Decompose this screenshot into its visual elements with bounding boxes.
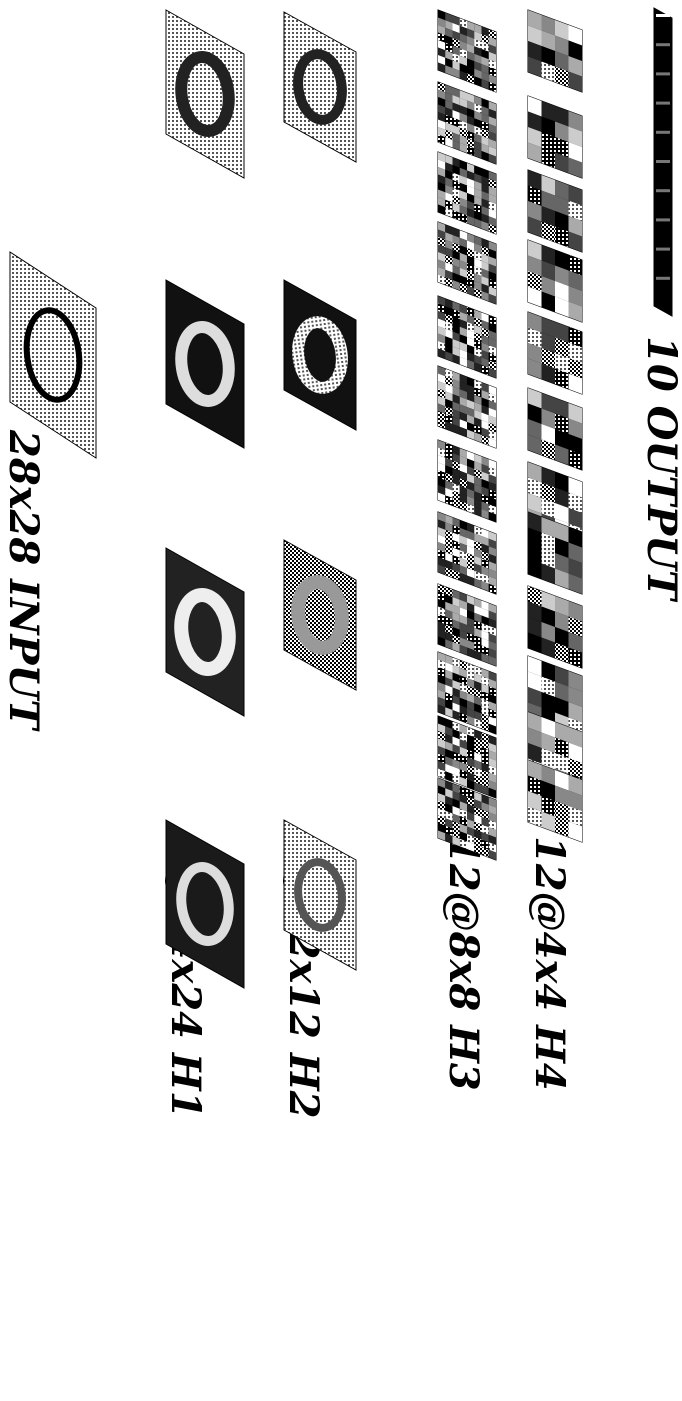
h4-map <box>528 96 582 178</box>
h3-map <box>438 296 496 378</box>
h3-label: 12@8x8 H3 <box>440 836 487 1091</box>
h3-map <box>438 222 496 304</box>
h2-layer <box>284 12 356 970</box>
h4-map <box>528 586 582 668</box>
output-unit <box>656 14 670 17</box>
h1-map <box>166 548 244 716</box>
output-unit <box>656 189 670 192</box>
output-unit <box>656 160 670 163</box>
h3-map <box>438 584 496 666</box>
h4-map <box>528 170 582 252</box>
output-unit <box>656 218 670 221</box>
h2-map <box>284 540 356 690</box>
h1-map <box>166 10 244 178</box>
output-unit <box>656 72 670 75</box>
input-label: 28x28 INPUT <box>0 429 47 732</box>
output-layer <box>654 8 672 316</box>
output-unit <box>656 248 670 251</box>
h3-map <box>438 10 496 92</box>
h2-map <box>284 12 356 162</box>
h4-map <box>528 240 582 322</box>
h4-map <box>528 388 582 470</box>
h4-layer <box>528 10 582 842</box>
input-layer <box>10 252 96 458</box>
output-unit <box>656 102 670 105</box>
h1-map <box>166 280 244 448</box>
output-label: 10 OUTPUT <box>638 336 682 603</box>
input-map-frame <box>10 252 96 458</box>
output-unit <box>656 277 670 280</box>
h3-map <box>438 440 496 522</box>
h3-map <box>438 152 496 234</box>
h4-label: 12@4x4 H4 <box>526 836 573 1091</box>
output-unit <box>656 131 670 134</box>
h3-map <box>438 82 496 164</box>
output-unit <box>656 43 670 46</box>
h4-map <box>528 10 582 92</box>
h4-map <box>528 312 582 394</box>
h3-map <box>438 366 496 448</box>
input-map <box>10 252 96 458</box>
h2-map <box>284 280 356 430</box>
h3-map <box>438 512 496 594</box>
h3-layer <box>438 10 496 860</box>
